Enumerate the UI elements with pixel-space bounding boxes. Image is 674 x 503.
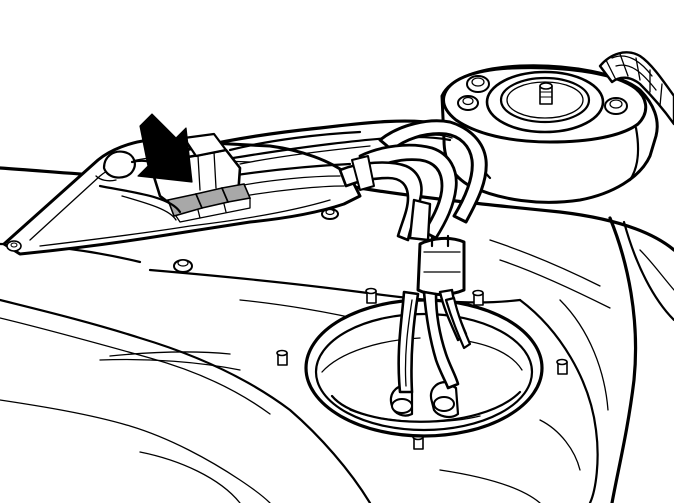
flange-bolt	[466, 75, 490, 93]
arrow-down-right-icon	[137, 113, 193, 183]
floor-stud	[556, 358, 568, 375]
floor-stud	[321, 208, 339, 220]
floor-panel	[0, 166, 674, 503]
flange-bolt	[457, 95, 479, 111]
floor-stud	[173, 259, 193, 273]
strut-mount	[440, 64, 659, 204]
upper-hose	[598, 51, 674, 126]
fuel-pump-access-opening	[304, 298, 544, 438]
connector-terminal	[220, 183, 252, 203]
wiring-harness	[148, 119, 488, 394]
flange-bolt	[604, 97, 628, 115]
floor-stud	[472, 289, 484, 306]
floor-stud	[365, 287, 377, 304]
wiring-connector	[95, 132, 252, 223]
floor-stud	[276, 349, 288, 366]
